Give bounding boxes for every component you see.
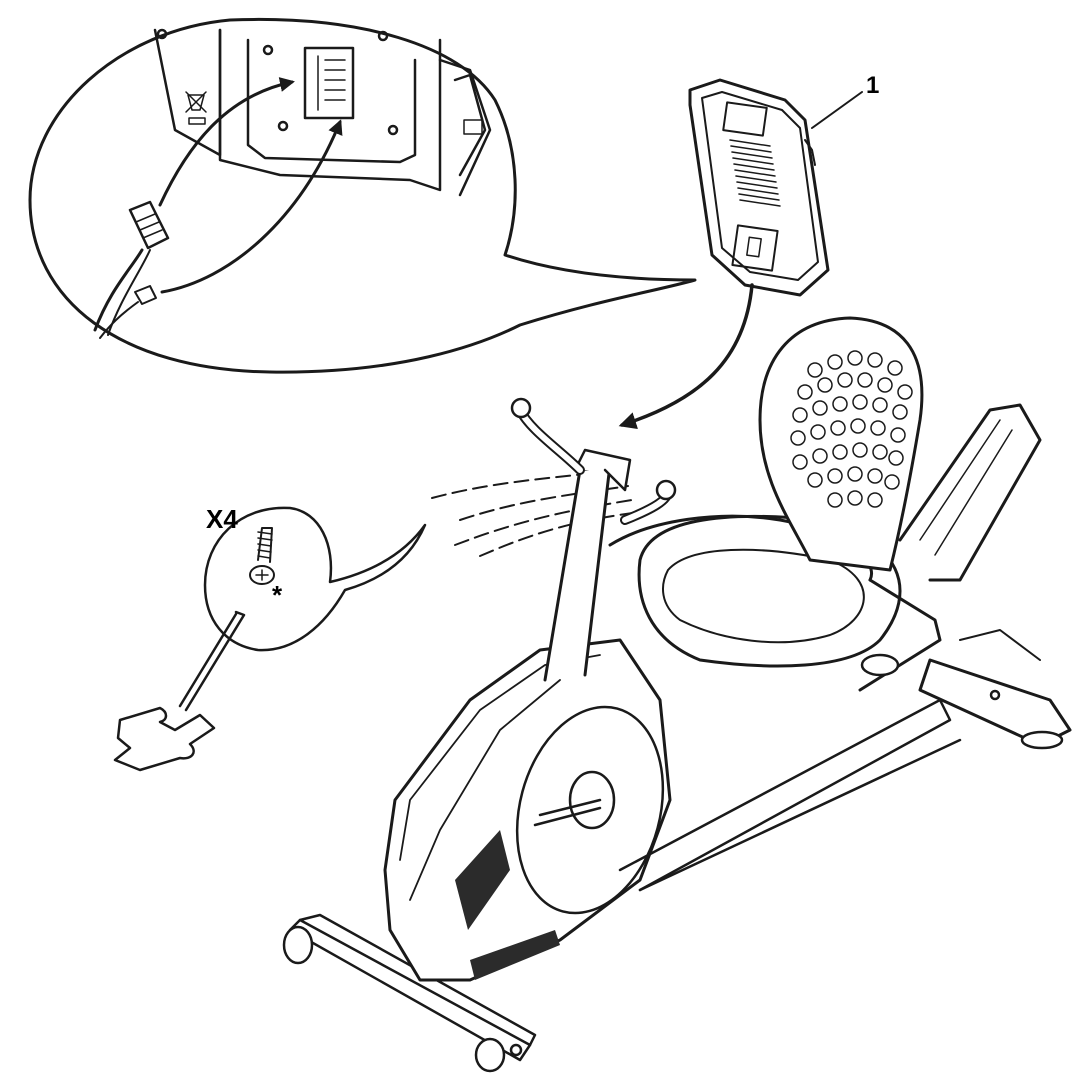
allen-wrench-icon	[113, 610, 246, 772]
console-back-detail	[153, 28, 492, 197]
console-icon	[688, 78, 830, 297]
screw-callout-bubble	[203, 506, 427, 652]
asterisk-label: *	[272, 580, 283, 610]
arrow-icon	[618, 283, 754, 430]
quantity-label: X4	[206, 504, 238, 534]
recumbent-bike-icon	[282, 316, 1072, 1073]
backrest-holes	[790, 350, 913, 508]
part-number-label: 1	[866, 72, 880, 99]
cable-connector-icon	[93, 200, 170, 339]
recycle-bin-icon	[185, 91, 207, 125]
screw-icon	[249, 527, 275, 585]
part-leader-line	[811, 91, 863, 129]
arrow-icon	[158, 77, 343, 294]
detail-callout-bubble	[28, 17, 697, 374]
